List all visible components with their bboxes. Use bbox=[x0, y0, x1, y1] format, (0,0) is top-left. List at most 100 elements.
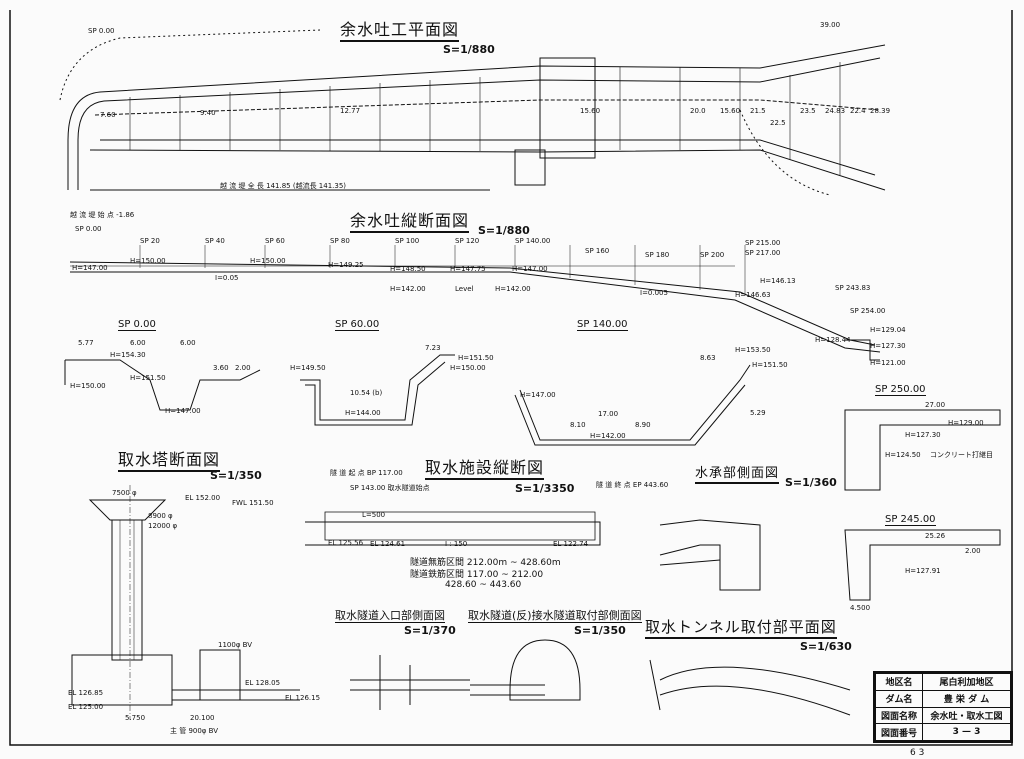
section-label: 8.10 bbox=[570, 421, 586, 429]
section-label: H=144.00 bbox=[345, 409, 381, 417]
profile-elevation: H=142.00 bbox=[495, 285, 531, 293]
profile-station: SP 120 bbox=[455, 237, 480, 245]
section-sp0-line bbox=[65, 359, 261, 411]
section-label: 10.54 (b) bbox=[350, 389, 383, 397]
profile-elevation: H=150.00 bbox=[130, 257, 166, 265]
section-label: H=150.00 bbox=[70, 382, 106, 390]
section-label: H=127.91 bbox=[905, 567, 941, 575]
profile-elevation: H=147.00 bbox=[72, 264, 108, 272]
plan-dim: 24.83 bbox=[825, 107, 846, 115]
tower-label: 12000 φ bbox=[148, 522, 178, 530]
junction-scale: S=1/350 bbox=[574, 624, 626, 637]
junction-side-line bbox=[470, 639, 581, 701]
facility-label: 隧 道 起 点 BP 117.00 bbox=[330, 469, 403, 477]
profile-elevation: H=149.25 bbox=[328, 261, 364, 269]
title-key: 図面番号 bbox=[875, 723, 923, 741]
facility-label: EL 122.74 bbox=[553, 540, 589, 548]
profile-station: SP 40 bbox=[205, 237, 225, 245]
plan-dim: 22.5 bbox=[770, 119, 786, 127]
section-label: 5.29 bbox=[750, 409, 766, 417]
profile-view bbox=[69, 245, 881, 361]
section-label: H=151.50 bbox=[458, 354, 494, 362]
inlet-scale: S=1/370 bbox=[404, 624, 456, 637]
section-sp0-title: SP 0.00 bbox=[118, 319, 156, 331]
facility-scale: S=1/3350 bbox=[515, 482, 575, 495]
section-label: 17.00 bbox=[598, 410, 619, 418]
title-value: 豊 栄 ダ ム bbox=[922, 689, 1011, 708]
section-label: 6.00 bbox=[180, 339, 196, 347]
plan-dim: 21.5 bbox=[750, 107, 766, 115]
profile-elevation: H=147.00 bbox=[512, 265, 548, 273]
section-sp60-line bbox=[300, 354, 455, 421]
tower-label: 8900 φ bbox=[148, 512, 173, 520]
title-key: 図面名称 bbox=[875, 706, 923, 725]
title-row-drawing-name: 図面名称余水吐・取水工図 bbox=[875, 706, 1011, 725]
section-label: 7.23 bbox=[425, 344, 441, 352]
section-label: H=147.00 bbox=[165, 407, 201, 415]
plan-dim: 20.0 bbox=[690, 107, 706, 115]
profile-station: SP 215.00 bbox=[745, 239, 781, 247]
plan-dim: 7.60 bbox=[100, 111, 116, 119]
profile-station: SP 180 bbox=[645, 251, 670, 259]
profile-scale: S=1/880 bbox=[478, 224, 530, 237]
tower-title: 取水塔断面図 bbox=[118, 452, 221, 472]
intake-tower bbox=[71, 485, 300, 720]
facility-label: L=500 bbox=[362, 511, 386, 519]
profile-elevation: H=129.04 bbox=[870, 326, 906, 334]
profile-station: SP 243.83 bbox=[835, 284, 871, 292]
facility-label: I : 150 bbox=[445, 540, 468, 548]
title-value: 余水吐・取水工図 bbox=[922, 706, 1011, 725]
receiving-title: 水承部側面図 bbox=[695, 467, 780, 484]
plan-dim: 15.60 bbox=[580, 107, 601, 115]
facility-label: EL 125.56 bbox=[328, 539, 364, 547]
sheet-frame bbox=[9, 10, 1013, 746]
inlet-title: 取水隧道入口部側面図 bbox=[335, 609, 445, 623]
plan-dim: 23.5 bbox=[800, 107, 816, 115]
profile-elevation: H=128.44 bbox=[815, 336, 851, 344]
profile-station: SP 254.00 bbox=[850, 307, 886, 315]
tower-label: 5.750 bbox=[125, 714, 146, 722]
section-label: 8.63 bbox=[700, 354, 716, 362]
facility-label: 隧道鉄筋区間 117.00 ~ 212.00 bbox=[410, 570, 544, 580]
plan-total-length: 越 流 堤 全 長 141.85 (越流長 141.35) bbox=[220, 182, 347, 190]
junction-title: 取水隧道(反)接水隧道取付部側面図 bbox=[468, 609, 642, 623]
profile-slope: I=0.05 bbox=[215, 274, 239, 282]
tower-label: 主 管 900φ BV bbox=[170, 727, 219, 735]
profile-slope: I=0.005 bbox=[640, 289, 668, 297]
plan-dim: 15.60 bbox=[720, 107, 741, 115]
plan-title: 余水吐工平面図 bbox=[340, 22, 460, 42]
profile-station: SP 60 bbox=[265, 237, 285, 245]
tower-label: EL 126.15 bbox=[285, 694, 321, 702]
profile-station: SP 80 bbox=[330, 237, 350, 245]
plan-dim: 12.77 bbox=[340, 107, 361, 115]
title-row-district: 地区名尾白利加地区 bbox=[875, 673, 1011, 691]
plan-dim: 9.40 bbox=[200, 109, 216, 117]
title-key: ダム名 bbox=[875, 689, 923, 708]
tunnel-plan-title: 取水トンネル取付部平面図 bbox=[645, 620, 837, 639]
plan-scale: S=1/880 bbox=[443, 43, 495, 56]
tower-label: EL 128.05 bbox=[245, 679, 281, 687]
profile-elevation: H=147.75 bbox=[450, 265, 486, 273]
section-label: 2.00 bbox=[965, 547, 981, 555]
title-key: 地区名 bbox=[875, 673, 923, 691]
section-label: 27.00 bbox=[925, 401, 946, 409]
tunnel-plan-scale: S=1/630 bbox=[800, 640, 852, 653]
receiving-scale: S=1/360 bbox=[785, 476, 837, 489]
section-label: H=129.00 bbox=[948, 419, 984, 427]
page-number: 6 3 bbox=[910, 748, 925, 758]
section-label: H=151.50 bbox=[752, 361, 788, 369]
facility-profile-line bbox=[305, 521, 601, 546]
profile-note: 越 流 堤 始 点 -1.86 bbox=[70, 211, 135, 219]
section-sp140-line bbox=[519, 364, 751, 441]
tower-label: 20.100 bbox=[190, 714, 215, 722]
tunnel-plan-line bbox=[649, 659, 851, 716]
section-label: 4.500 bbox=[850, 604, 871, 612]
section-label: H=142.00 bbox=[590, 432, 626, 440]
profile-elevation: H=150.00 bbox=[250, 257, 286, 265]
title-value: 尾白利加地区 bbox=[922, 673, 1011, 691]
section-label: 3.60 bbox=[213, 364, 229, 372]
section-label: H=124.50 bbox=[885, 451, 921, 459]
